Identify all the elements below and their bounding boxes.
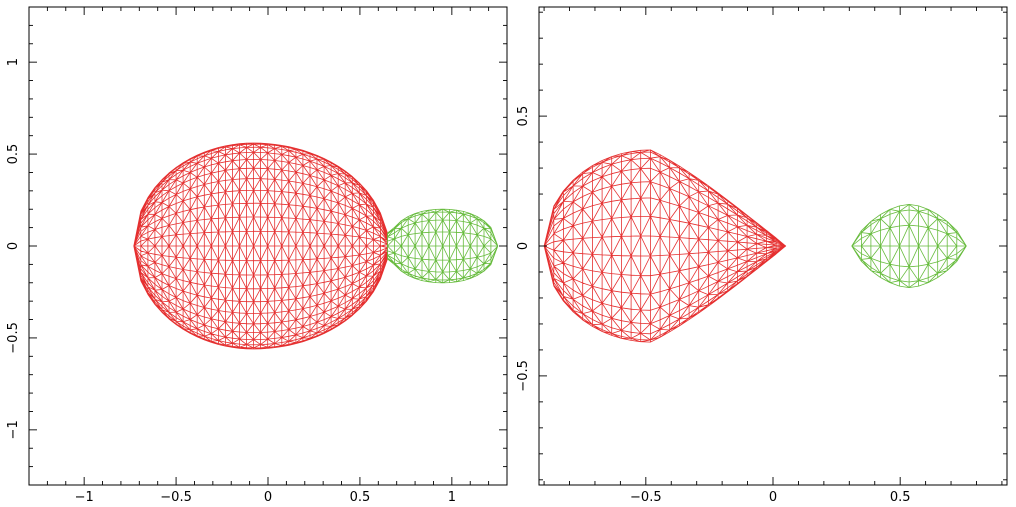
mesh-body-1: [387, 208, 499, 284]
y-tick-label: 1: [6, 58, 21, 66]
panel-right: −0.5 0 0.5 −0.5 0 0.5: [516, 6, 1008, 505]
mesh-body-1: [851, 204, 967, 288]
y-tick-label: 0: [516, 242, 531, 250]
x-tick-label: 0.5: [350, 490, 371, 505]
y-tick-label: −1: [6, 420, 21, 439]
y-tick-label: 0.5: [6, 144, 21, 165]
panel-left: −1 −0.5 0 0.5 1 −1 −0.5 0 0.5 1: [6, 6, 508, 505]
x-tick-label: −0.5: [160, 490, 192, 505]
x-tick-label: 0.5: [890, 490, 911, 505]
x-tick-label: 1: [448, 490, 456, 505]
x-tick-label: −0.5: [630, 490, 662, 505]
y-tick-label: 0: [6, 242, 21, 250]
mesh-body-0: [133, 142, 388, 350]
x-tick-label: −1: [75, 490, 94, 505]
x-tick-label: 0: [769, 490, 777, 505]
x-tick-label: 0: [264, 490, 272, 505]
y-tick-label: −0.5: [516, 360, 531, 392]
y-tick-label: 0.5: [516, 106, 531, 127]
mesh-body-0: [543, 149, 787, 343]
y-tick-label: −0.5: [6, 322, 21, 354]
